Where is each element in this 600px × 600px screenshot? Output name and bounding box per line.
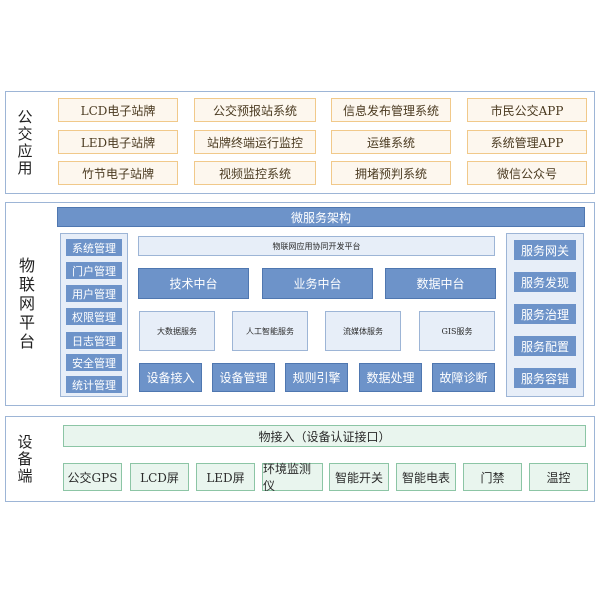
device-box: 门禁 [463, 463, 522, 491]
function-box: 规则引擎 [285, 363, 348, 392]
device-box: 环境监测仪 [262, 462, 323, 493]
device-box: 温控 [529, 463, 588, 491]
service-box: 流媒体服务 [325, 311, 401, 351]
management-item: 安全管理 [66, 354, 122, 371]
device-access-bar: 物接入（设备认证接口） [63, 425, 586, 447]
function-box: 数据处理 [359, 363, 422, 392]
app-item: 公交预报站系统 [194, 98, 316, 122]
service-gov-item: 服务发现 [514, 272, 576, 292]
app-item: 信息发布管理系统 [331, 98, 451, 122]
management-item: 权限管理 [66, 308, 122, 325]
app-item: 竹节电子站牌 [58, 161, 178, 185]
center-box: 业务中台 [262, 268, 373, 299]
app-item: 微信公众号 [467, 161, 587, 185]
device-box: 智能开关 [329, 463, 389, 491]
app-item: 运维系统 [331, 130, 451, 154]
app-layer-label: 公交应用 [15, 108, 34, 177]
center-box: 技术中台 [138, 268, 249, 299]
device-box: 智能电表 [396, 463, 456, 491]
service-box: 人工智能服务 [232, 311, 308, 351]
microservice-bar: 微服务架构 [57, 207, 585, 227]
service-box: GIS服务 [419, 311, 495, 351]
app-item: 市民公交APP [467, 98, 587, 122]
center-box: 数据中台 [385, 268, 496, 299]
service-gov-item: 服务网关 [514, 240, 576, 260]
service-gov-item: 服务容错 [514, 368, 576, 388]
app-item: 系统管理APP [467, 130, 587, 154]
management-item: 系统管理 [66, 239, 122, 256]
platform-layer-label: 物联网平台 [16, 256, 35, 352]
service-box: 大数据服务 [139, 311, 215, 351]
service-gov-item: 服务治理 [514, 304, 576, 324]
device-box: LCD屏 [130, 463, 189, 491]
app-item: 站牌终端运行监控 [194, 130, 316, 154]
device-box: 公交GPS [63, 463, 122, 491]
device-layer-label: 设备端 [15, 433, 34, 485]
management-item: 用户管理 [66, 285, 122, 302]
collab-platform-bar: 物联网应用协同开发平台 [138, 236, 495, 256]
function-box: 故障诊断 [432, 363, 495, 392]
service-gov-item: 服务配置 [514, 336, 576, 356]
app-item: 视频监控系统 [194, 161, 316, 185]
management-item: 门户管理 [66, 262, 122, 279]
app-item: LCD电子站牌 [58, 98, 178, 122]
app-item: LED电子站牌 [58, 130, 178, 154]
device-box: LED屏 [196, 463, 255, 491]
app-item: 拥堵预判系统 [331, 161, 451, 185]
management-item: 日志管理 [66, 332, 122, 349]
management-item: 统计管理 [66, 376, 122, 393]
function-box: 设备接入 [139, 363, 202, 392]
function-box: 设备管理 [212, 363, 275, 392]
